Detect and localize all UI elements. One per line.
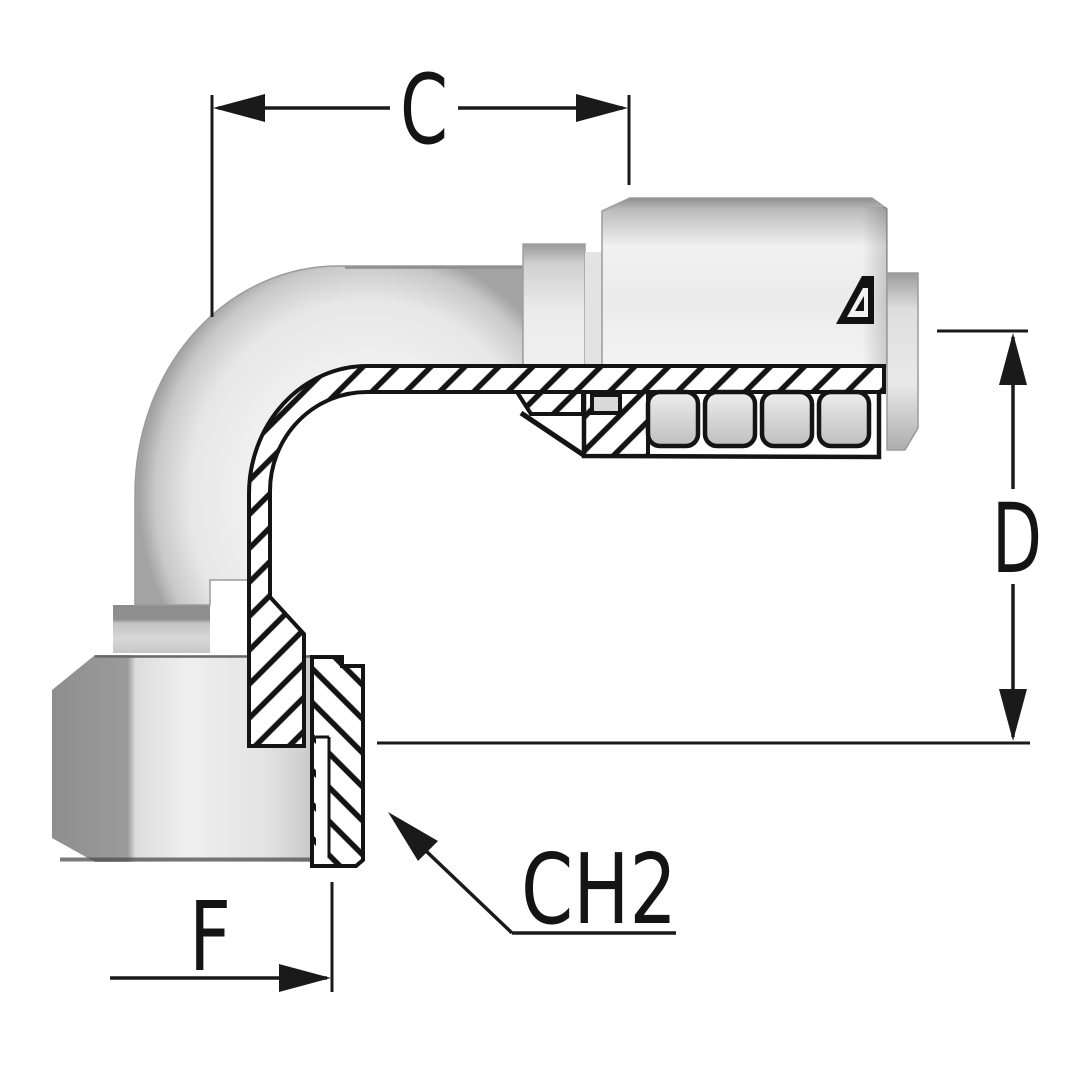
arrowhead-d-down bbox=[999, 689, 1027, 741]
leader-line-ch2 bbox=[423, 848, 514, 935]
ferrule-teeth bbox=[645, 389, 872, 449]
nut-collar bbox=[113, 605, 210, 653]
dimension-f: F bbox=[110, 881, 334, 993]
arrowhead-f bbox=[279, 964, 331, 992]
dim-label-f: F bbox=[189, 881, 231, 993]
stem-ring bbox=[522, 243, 586, 369]
ferrule-skirt-edge bbox=[519, 410, 587, 459]
ferrule-step-block bbox=[590, 393, 622, 415]
arrowhead-c-right bbox=[576, 94, 628, 122]
stem-step bbox=[585, 252, 602, 368]
ferrule-outline bbox=[581, 392, 882, 460]
fitting-body bbox=[52, 197, 919, 862]
arrowhead-c-left bbox=[213, 94, 265, 122]
dim-label-c: C bbox=[400, 54, 448, 166]
arrowhead-d-up bbox=[999, 333, 1027, 385]
section-cut-parts bbox=[247, 364, 886, 868]
socket bbox=[601, 197, 888, 367]
seal-bore-face bbox=[316, 737, 329, 858]
hose-tail bbox=[886, 272, 919, 451]
leader-arrowhead-ch2 bbox=[388, 812, 438, 861]
tube-wall-hatch-band bbox=[247, 364, 886, 748]
dimension-c: C bbox=[210, 54, 631, 317]
dim-label-ch2: CH2 bbox=[521, 833, 677, 946]
hose-cut-shoulder bbox=[513, 390, 585, 416]
dimension-d: D bbox=[377, 329, 1042, 745]
dim-label-d: D bbox=[992, 483, 1042, 595]
callout-ch2: CH2 bbox=[388, 812, 677, 946]
manufacturer-logo-icon bbox=[836, 276, 874, 324]
